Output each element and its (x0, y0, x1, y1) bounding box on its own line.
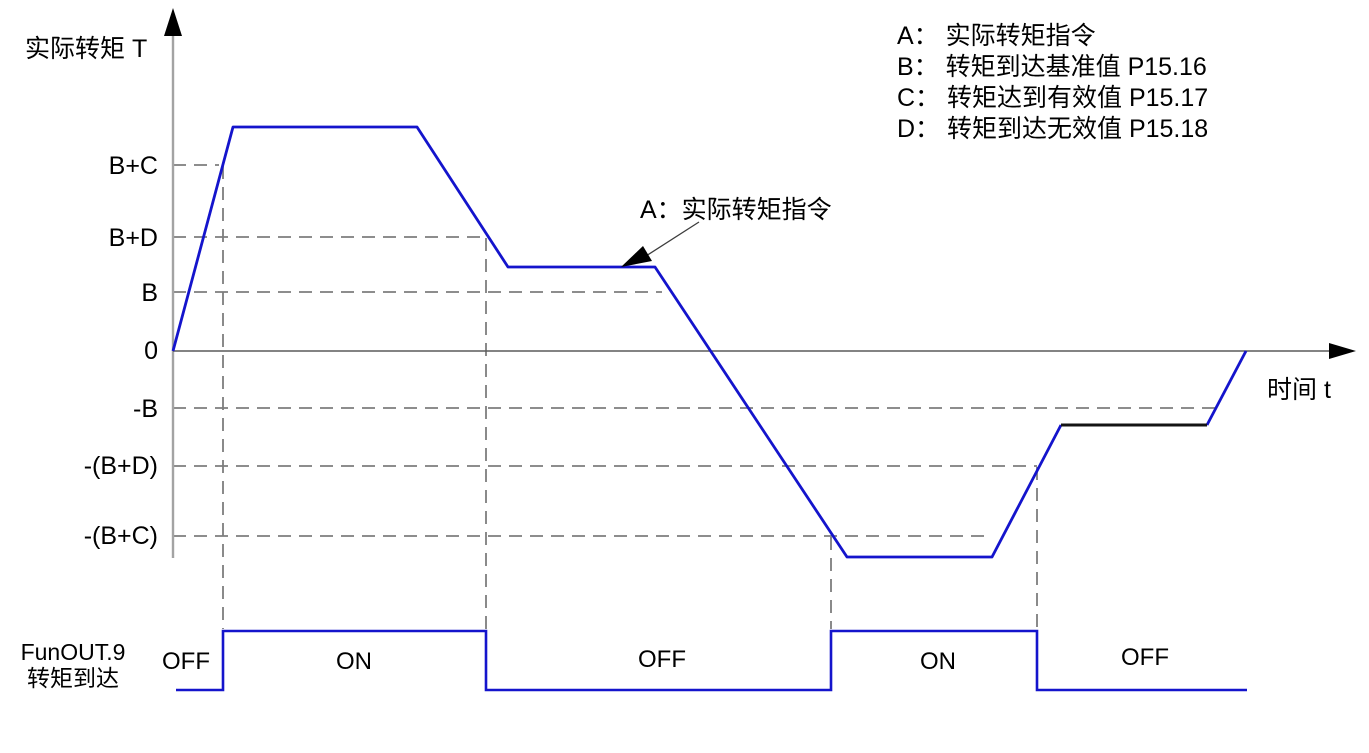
torque-curve (171, 125, 1248, 559)
y-axis-title: 实际转矩 T (25, 35, 147, 63)
legend-line-a: A： 实际转矩指令 (897, 22, 1096, 50)
signal-state-on-2: ON (920, 648, 956, 675)
x-axis-title: 时间 t (1267, 376, 1331, 404)
y-tick-label-b-plus-c: B+C (109, 152, 158, 180)
signal-state-on-1: ON (336, 648, 372, 675)
text-layer: 实际转矩 T 时间 t B+C B+D B 0 -B -(B+D) -(B+C)… (21, 22, 1331, 691)
signal-name-line2: 转矩到达 (27, 665, 119, 691)
annotation-label: A：实际转矩指令 (640, 196, 832, 224)
y-tick-label-zero: 0 (144, 337, 158, 365)
annotation-leader-line (645, 221, 700, 257)
y-tick-label-b-plus-d: B+D (109, 224, 158, 252)
signal-state-off-3: OFF (1121, 644, 1169, 671)
y-tick-label-neg-b-plus-c: -(B+C) (84, 522, 158, 550)
signal-state-off-1: OFF (162, 648, 210, 675)
legend-line-c: C： 转矩达到有效值 P15.17 (897, 84, 1208, 112)
signal-state-off-2: OFF (638, 646, 686, 673)
y-tick-label-neg-b-plus-d: -(B+D) (84, 452, 158, 480)
y-tick-label-neg-b: -B (133, 395, 158, 423)
annotation-arrowhead-icon (621, 246, 652, 267)
threshold-gridlines (173, 164, 1215, 629)
y-axis-arrow-icon (164, 8, 182, 36)
torque-curve-main (171, 125, 1063, 559)
legend-line-b: B： 转矩到达基准值 P15.16 (897, 53, 1207, 81)
output-signal-waveform (176, 629, 1247, 692)
torque-curve-final-rise (1205, 350, 1248, 426)
legend-line-d: D： 转矩到达无效值 P15.18 (897, 115, 1208, 143)
x-axis-arrow-icon (1329, 343, 1356, 359)
y-tick-label-b: B (141, 279, 158, 307)
signal-name-line1: FunOUT.9 (21, 639, 126, 665)
